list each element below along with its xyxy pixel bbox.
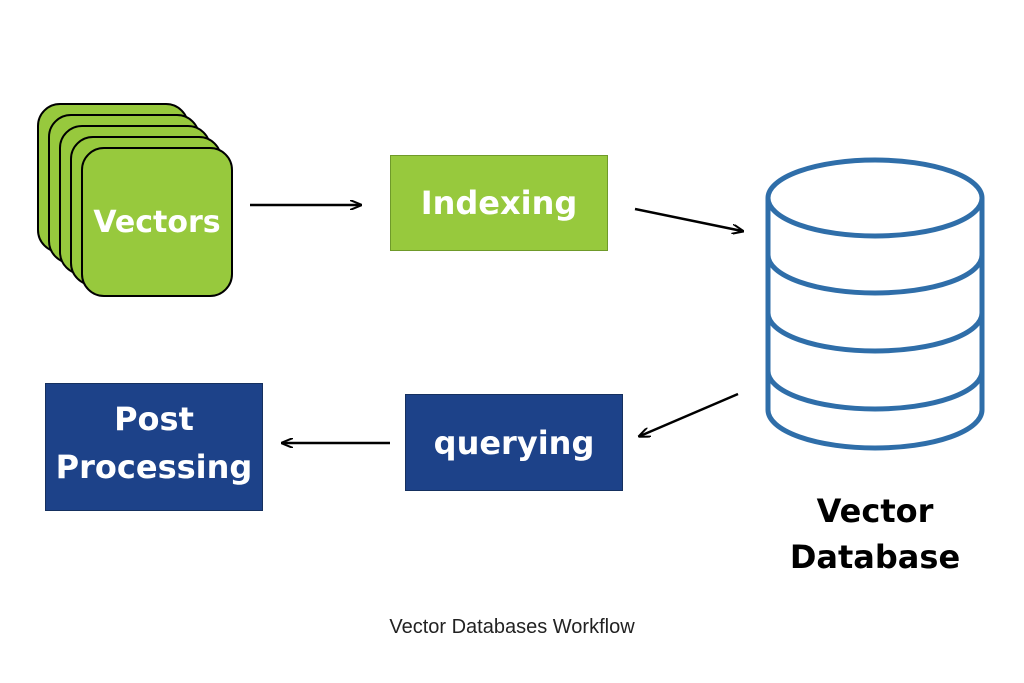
- indexing-text: Indexing: [420, 184, 578, 222]
- database-cylinder-icon: [765, 157, 985, 451]
- database-line2: Database: [789, 538, 961, 576]
- vectors-label: Vectors: [82, 148, 232, 296]
- indexing-node: Indexing: [390, 155, 608, 251]
- vectors-text: Vectors: [93, 204, 221, 240]
- post-processing-line1: Post: [114, 400, 194, 438]
- post-processing-node: Post Processing: [45, 383, 263, 511]
- querying-text: querying: [433, 423, 595, 462]
- stacked-cards-icon: [37, 103, 233, 297]
- arrow-database-to-querying: [640, 392, 739, 436]
- querying-node: querying: [405, 394, 623, 491]
- database-line1: Vector: [816, 492, 934, 530]
- diagram-caption: Vector Databases Workflow: [389, 616, 635, 638]
- post-processing-line2: Processing: [55, 448, 253, 486]
- vector-database-label: Vector Database: [775, 488, 975, 580]
- arrow-indexing-to-database: [634, 207, 742, 231]
